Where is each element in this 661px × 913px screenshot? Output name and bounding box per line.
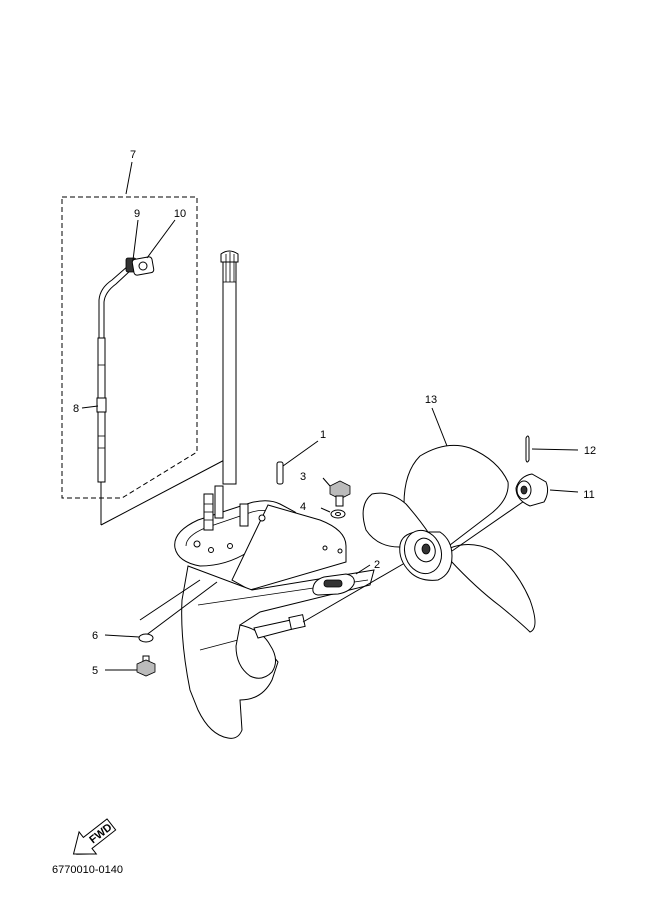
callout-6: 6 [92,630,98,642]
leader-lines [81,161,176,409]
anode [312,564,371,596]
callout-13: 13 [425,394,437,406]
grommet-clip [125,256,155,276]
callout-5: 5 [92,665,98,677]
cotter-pin [525,435,579,463]
lower-unit-casing [139,485,375,739]
washer [320,507,346,519]
callout-11: 11 [583,489,594,501]
callout-10: 10 [174,208,186,220]
shift-rod-group-box [61,196,198,499]
drain-bolt [105,655,156,677]
callouts: 7 9 10 8 1 13 3 4 2 12 11 6 5 [73,149,596,677]
callout-2: 2 [374,559,380,571]
gasket [104,633,154,643]
propeller-shaft [253,559,411,639]
callout-4: 4 [300,501,306,513]
dowel-pin [276,440,319,485]
bolt [322,477,351,507]
shift-rod [96,265,233,526]
callout-7: 7 [130,149,136,161]
callout-1: 1 [320,429,326,441]
fwd-arrow: FWD [72,818,117,855]
propeller [362,407,536,633]
propeller-nut [515,473,579,507]
callout-3: 3 [300,471,306,483]
callout-8: 8 [73,403,79,415]
drive-shaft [220,250,239,485]
callout-9: 9 [134,208,140,220]
callout-12: 12 [584,445,596,457]
figure-code: 6770010-0140 [52,864,123,876]
